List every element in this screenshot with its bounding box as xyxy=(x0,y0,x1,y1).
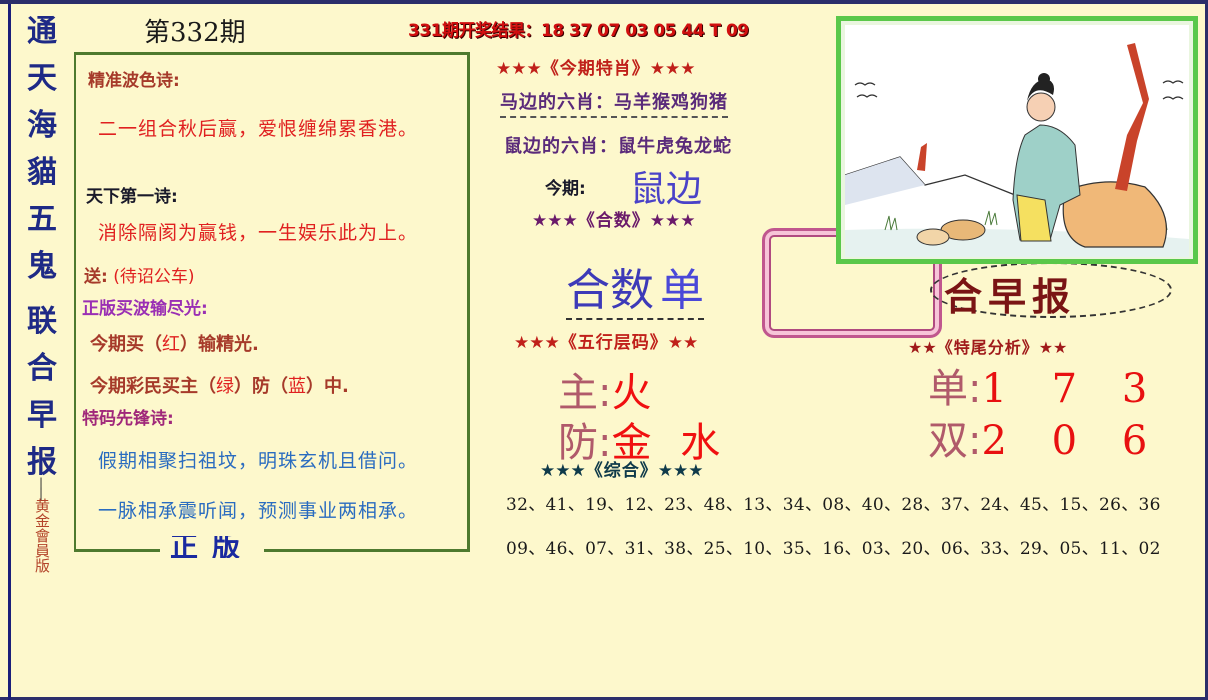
wave-line-1: 今期买（红）输精光. xyxy=(90,330,259,356)
gift-label: 送: xyxy=(84,267,108,287)
odd-tail-values: 1 7 3 xyxy=(981,366,1164,412)
issue-number: 332 xyxy=(170,18,220,48)
masthead-char: 早 xyxy=(27,398,57,433)
star-icon: ★★ xyxy=(667,333,699,353)
wave-section-label: 正版买波输尽光: xyxy=(82,299,208,319)
wave-line-2-prefix: 今期彩民买主（ xyxy=(90,376,216,397)
gift-line: 送: (待诏公车) xyxy=(84,262,194,287)
tail-analysis-header: ★★《特尾分析》★★ xyxy=(908,334,1067,358)
pioneer-poem-label: 特码先锋诗: xyxy=(82,409,174,429)
wave-color-poem-label: 精准波色诗: xyxy=(88,71,180,91)
zodiac-header-text: 《今期特肖》 xyxy=(541,59,650,79)
odd-tail-label: 单: xyxy=(928,366,982,412)
masthead-char: 天 xyxy=(27,61,57,96)
vertical-subtitle: || 黄金會員版 xyxy=(30,476,52,573)
even-tail-label: 双: xyxy=(928,418,982,464)
masthead-char: 联 xyxy=(27,304,57,339)
issue-suffix: 期 xyxy=(219,18,246,48)
tail-analysis-header-text: 《特尾分析》 xyxy=(936,338,1039,357)
vertical-masthead: 通 天 海 貓 五 鬼 联 合 早 报 xyxy=(20,8,64,486)
wave-line-2: 今期彩民买主（绿）防（蓝）中. xyxy=(90,372,349,398)
top-poem-line: 消除隔阂为赢钱，一生娱乐此为上。 xyxy=(98,222,419,244)
genuine-seal: 正版 xyxy=(160,536,265,558)
top-poem-label: 天下第一诗: xyxy=(86,187,178,207)
masthead-char: 五 xyxy=(27,202,57,237)
star-icon: ★★ xyxy=(908,338,937,357)
guard-element-value: 金 水 xyxy=(611,420,729,466)
masthead-char: 合 xyxy=(27,351,57,386)
star-icon: ★★★ xyxy=(514,333,560,353)
composite-row-1: 32、41、19、12、23、48、13、34、08、40、28、37、24、4… xyxy=(506,495,1161,515)
guard-element-row: 防:金 水 xyxy=(558,410,728,468)
wave-line-2-main: 绿 xyxy=(216,376,234,397)
scholar-rock-icon xyxy=(845,25,1189,257)
brand-title: 合早报 xyxy=(944,275,1077,319)
even-tail-row: 双:2 0 6 xyxy=(928,408,1163,466)
five-elements-header: ★★★《五行层码》★★ xyxy=(514,328,698,353)
pioneer-poem-line-2: 一脉相承震听闻，预测事业两相承。 xyxy=(98,500,419,522)
star-icon: ★★★ xyxy=(657,461,704,481)
wave-color-poem-line: 二一组合秋后赢，爱恨缠绵累香港。 xyxy=(98,118,419,140)
sum-header: ★★★《合数》★★★ xyxy=(532,206,695,231)
guard-element-label: 防: xyxy=(558,420,612,466)
issue-prefix: 第 xyxy=(144,18,171,48)
sum-label: 合数 xyxy=(566,265,654,316)
wave-line-1-suffix: ）输精光. xyxy=(180,334,259,355)
subtitle-dash: || xyxy=(38,476,44,500)
even-tail-values: 2 0 6 xyxy=(981,418,1164,464)
issue-title: 第332期 xyxy=(144,12,246,49)
wave-line-2-suffix: ）中. xyxy=(306,376,349,397)
odd-tail-row: 单:1 7 3 xyxy=(928,356,1163,414)
masthead-char: 海 xyxy=(27,108,57,143)
star-icon: ★★★ xyxy=(540,461,586,481)
main-element-row: 主:火 xyxy=(558,360,651,418)
masthead-char: 鬼 xyxy=(27,249,57,284)
masthead-char: 通 xyxy=(27,14,57,49)
zodiac-header: ★★★《今期特肖》★★★ xyxy=(496,54,695,79)
pioneer-poem-line-1: 假期相聚扫祖坟，明珠玄机且借问。 xyxy=(98,450,419,472)
main-element-label: 主: xyxy=(558,370,612,416)
this-period-label: 今期: xyxy=(545,179,586,199)
composite-row-2: 09、46、07、31、38、25、10、35、16、03、20、06、33、2… xyxy=(506,539,1161,559)
main-element-value: 火 xyxy=(611,370,652,416)
star-icon: ★★★ xyxy=(649,59,696,79)
star-icon: ★★ xyxy=(1038,338,1068,357)
wave-line-1-prefix: 今期买（ xyxy=(90,334,162,355)
star-icon: ★★★ xyxy=(532,211,578,231)
wave-line-2-guard: 蓝 xyxy=(288,376,306,397)
masthead-char: 貓 xyxy=(27,155,57,190)
gift-value: (待诏公车) xyxy=(113,267,195,287)
previous-result: 331期开奖结果：18 37 07 03 05 44 T 09 xyxy=(408,21,749,41)
star-icon: ★★★ xyxy=(649,211,696,231)
masthead-char: 报 xyxy=(27,445,57,480)
five-elements-header-text: 《五行层码》 xyxy=(559,333,668,353)
rat-side-zodiac: 鼠边的六肖：鼠牛虎兔龙蛇 xyxy=(504,136,732,157)
sum-header-text: 《合数》 xyxy=(577,211,650,231)
sum-value: 单 xyxy=(660,265,704,316)
wave-line-2-mid: ）防（ xyxy=(234,376,288,397)
poem-box xyxy=(74,52,470,552)
left-border-rule xyxy=(8,4,11,700)
scholar-illustration xyxy=(836,16,1198,264)
wave-line-1-color: 红 xyxy=(162,334,180,355)
composite-header-text: 《综合》 xyxy=(585,461,658,481)
sum-result: 合数单 xyxy=(566,254,704,320)
this-period-value: 鼠边 xyxy=(630,169,703,210)
subtitle-text: 黄金會員版 xyxy=(33,498,51,573)
star-icon: ★★★ xyxy=(496,59,542,79)
horse-side-zodiac: 马边的六肖：马羊猴鸡狗猪 xyxy=(500,88,728,118)
composite-header: ★★★《综合》★★★ xyxy=(540,456,703,481)
